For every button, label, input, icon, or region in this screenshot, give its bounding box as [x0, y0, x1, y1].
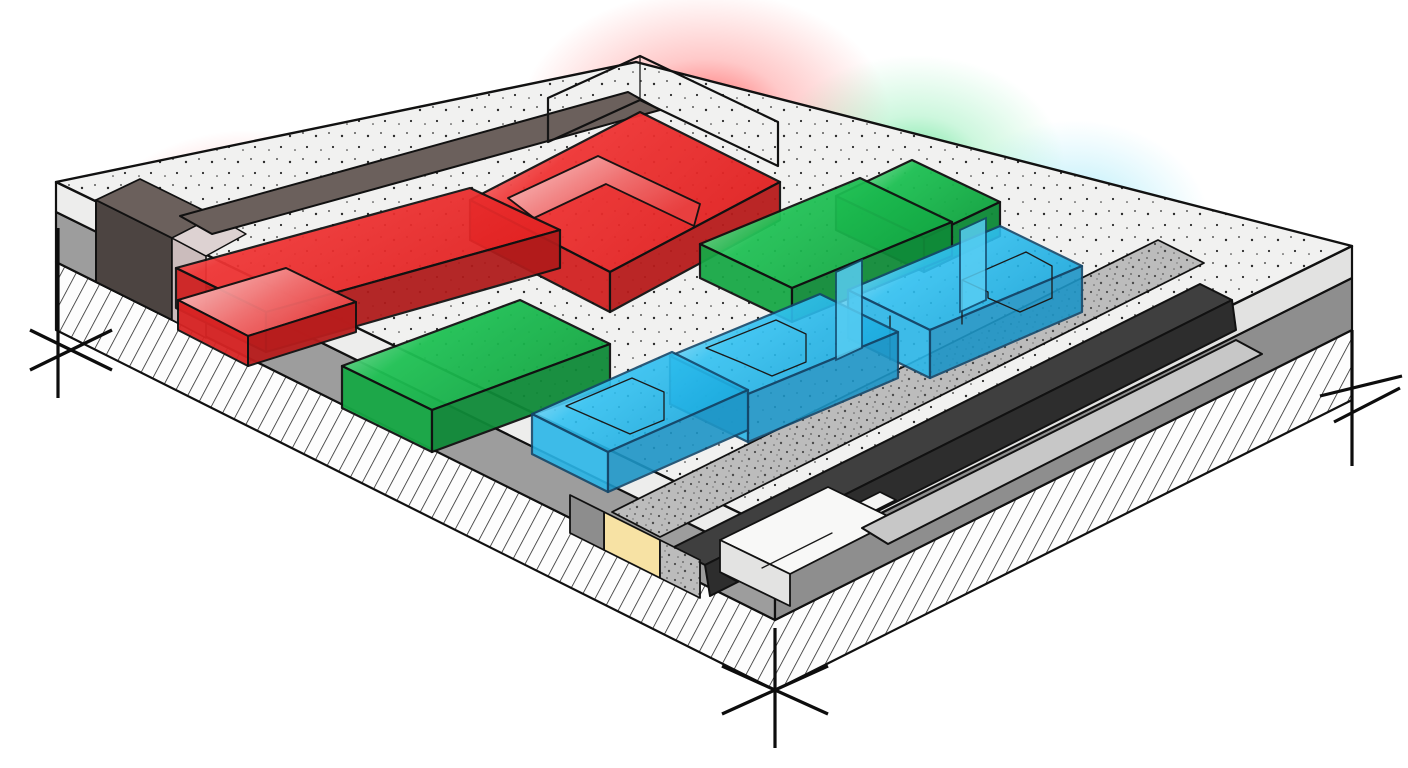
- red-group: [174, 54, 782, 367]
- white-plate-side: [719, 539, 791, 607]
- white-plate-scribe: [761, 532, 833, 569]
- cyan-box-c-side: [606, 388, 750, 494]
- cyan-box-a-inner-1: [961, 251, 1053, 313]
- bottom-fin-rail: [861, 339, 1263, 545]
- cyan-post-2: [959, 216, 987, 314]
- origin-crosshair-bottom: [721, 628, 829, 748]
- gray-patch-face: [659, 539, 701, 599]
- axis-markers: [29, 228, 1403, 748]
- cyan-box-c-inner: [565, 377, 665, 435]
- cyan-post-1: [835, 258, 863, 362]
- cyan-box-b-inner: [705, 319, 807, 377]
- gray-left-patch-face: [569, 494, 605, 551]
- origin-crosshair-left: [29, 228, 113, 398]
- cyan-group: [530, 216, 1084, 494]
- origin-crosshair-right: [1319, 330, 1403, 466]
- bottom-fin-array: [861, 339, 1263, 545]
- cyan-box-a-side: [928, 264, 1084, 380]
- red-block-b-side: [247, 301, 357, 367]
